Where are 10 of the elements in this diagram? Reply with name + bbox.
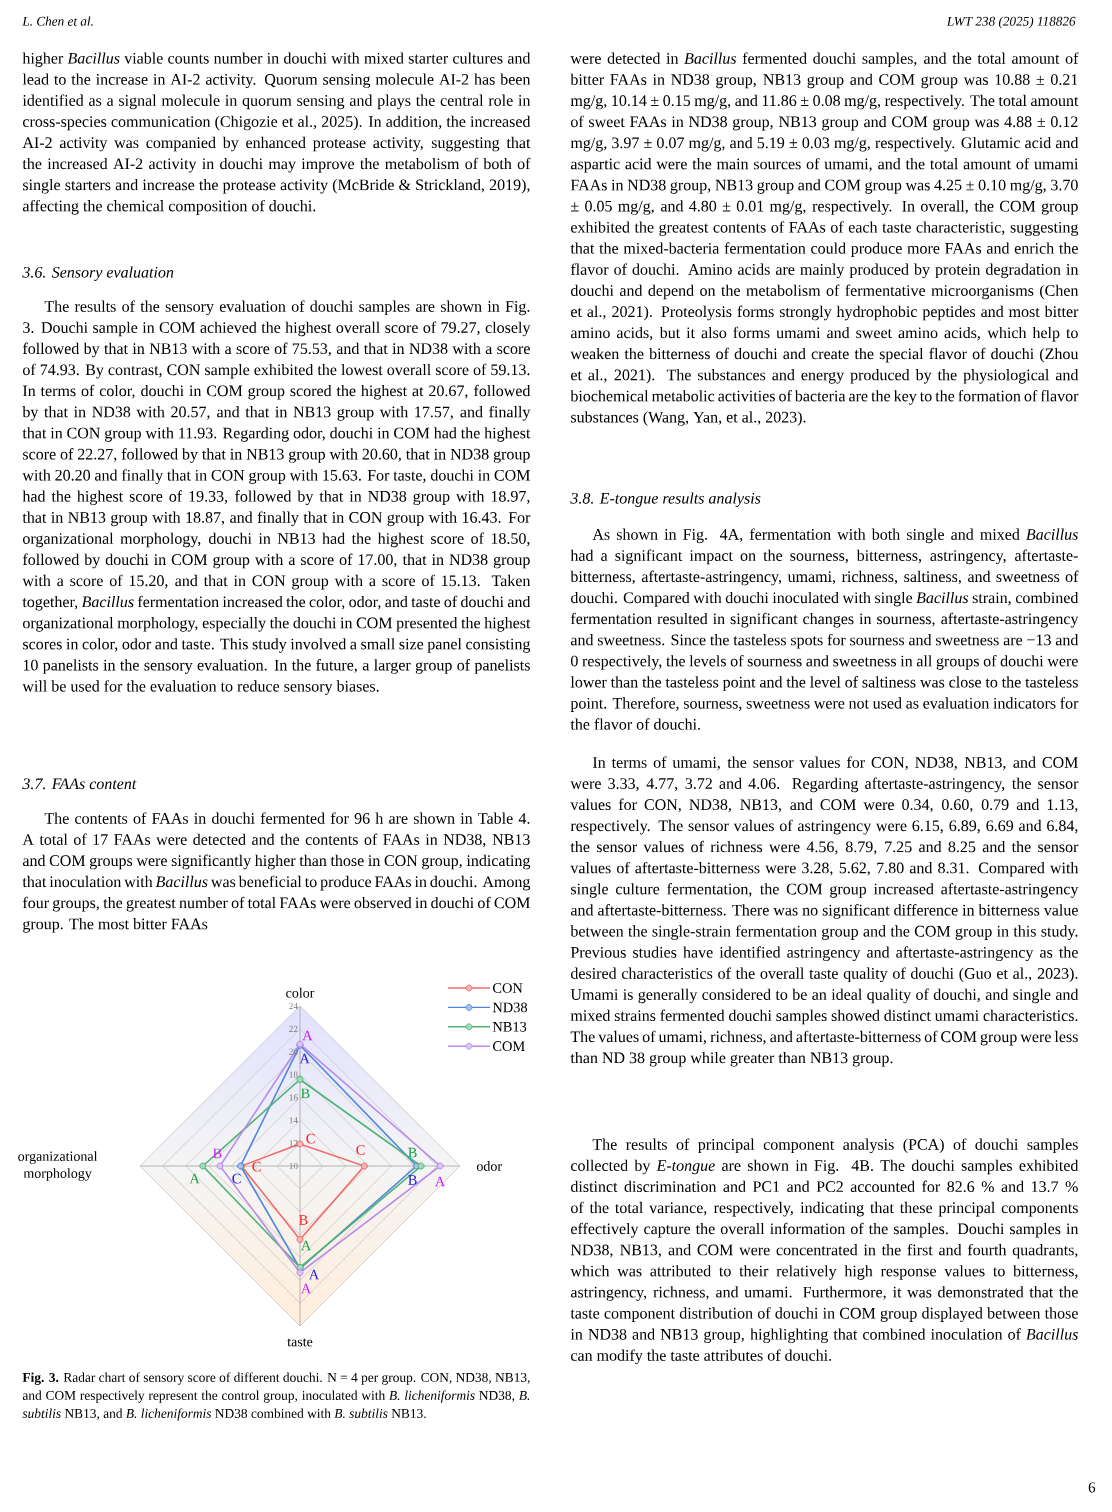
- paragraph: The results of principal component analysis (PCA) of douchi samples collected by E-tongue are shown in Fig. 4B. The douchi samples exhibited distinct discrimination and PC1 and PC2 accounted for 82.6 % and 13.7 % of the total variance, respectively, indicating that these principal components effectively capture the overall information of the samples. Douchi samples in ND38, NB13, and COM were concentrated in the first and fourth quadrants, which was attributed to their relatively high response values to bitterness, astringency, richness, and umami. Furthermore, it was demonstrated that the taste component distribution of douchi in COM group displayed between those in ND38 and NB13 group, highlighting that combined inoculation of Bacillus can modify the taste attributes of douchi.: [570, 1138, 1079, 1365]
- section-heading: 3.6. Sensory evaluation: [22, 266, 174, 281]
- paragraph: The results of the sensory evaluation of douchi samples are shown in Fig. 3. Douchi sample in COM achieved the highest overall score of 79.27, closely followed by that in NB13 with a score of 75.53, and that in ND38 with a score of 74.93. By contrast, CON sample exhibited the lowest overall score of 59.13. In terms of color, douchi in COM group scored the highest at 20.67, followed by that in ND38 with 20.57, and that in NB13 group with 17.57, and finally that in CON group with 11.93. Regarding odor, douchi in COM had the highest score of 22.27, followed by that in NB13 group with 20.60, that in ND38 group with 20.20 and finally that in CON group with 15.63. For taste, douchi in COM had the highest score of 19.33, followed by that in ND38 group with 18.97, that in NB13 group with 18.87, and finally that in CON group with 16.43. For organizational morphology, douchi in NB13 had the highest score of 18.50, followed by douchi in COM group with a score of 17.00, that in ND38 group with a score of 15.20, and that in CON group with a score of 15.13. Taken together, Bacillus fermentation increased the color, odor, and taste of douchi and organizational morphology, especially the douchi in COM presented the highest scores in color, odor and taste. This study involved a small size panel consisting 10 panelists in the sensory evaluation. In the future, a larger group of panelists will be used for the evaluation to reduce sensory biases.: [22, 300, 531, 695]
- paragraph: In terms of umami, the sensor values for CON, ND38, NB13, and COM were 3.33, 4.77, 3.72 and 4.06. Regarding aftertaste-astringency, the sensor values for CON, ND38, NB13, and COM were 0.34, 0.60, 0.79 and 1.13, respectively. The sensor values of astringency were 6.15, 6.89, 6.69 and 6.84, the sensor values of richness were 4.56, 8.79, 7.25 and 8.25 and the sensor values of aftertaste-bitterness were 3.28, 5.62, 7.80 and 8.31. Compared with single culture fermentation, the COM group increased aftertaste-astringency and aftertaste-bitterness. There was no significant difference in bitterness value between the single-strain fermentation group and the COM group in this study. Previous studies have identified astringency and aftertaste-astringency as the desired characteristics of the overall taste quality of douchi (Guo et al., 2023). Umami is generally considered to be an ideal quality of douchi, and single and mixed strains fermented douchi samples showed distinct umami characteristics. The values of umami, richness, and aftertaste-bitterness of COM group were less than ND 38 group while greater than NB13 group.: [570, 756, 1079, 1067]
- paragraph: The contents of FAAs in douchi fermented for 96 h are shown in Table 4. A total of 17 FAAs were detected and the contents of FAAs in ND38, NB13 and COM groups were significantly higher than those in CON group, indicating that inoculation with Bacillus was beneficial to produce FAAs in douchi. Among four groups, the greatest number of total FAAs were observed in douchi of COM group. The most bitter FAAs: [22, 812, 531, 933]
- section-heading: 3.7. FAAs content: [22, 778, 137, 790]
- paragraph: As shown in Fig. 4A, fermentation with both single and mixed Bacillus had a significant impact on the sourness, bitterness, astringency, aftertaste-bitterness, aftertaste-astringency, umami, richness, saltiness, and sweetness of douchi. Compared with douchi inoculated with single Bacillus strain, combined fermentation resulted in significant changes in sourness, aftertaste-astringency and sweetness. Since the tasteless spots for sourness and sweetness are −13 and 0 respectively, the levels of sourness and sweetness in all groups of douchi were lower than the tasteless point and the level of saltiness was close to the tasteless point. Therefore, sourness, sweetness were not used as evaluation indicators for the flavor of douchi.: [570, 528, 1079, 730]
- paragraph: were detected in Bacillus fermented douchi samples, and the total amount of bitter FAAs in ND38 group, NB13 group and COM group was 10.88 ± 0.21 mg/g, 10.14 ± 0.15 mg/g, and 11.86 ± 0.08 mg/g, respectively. The total amount of sweet FAAs in ND38 group, NB13 group and COM group was 4.88 ± 0.12 mg/g, 3.97 ± 0.07 mg/g, and 5.19 ± 0.03 mg/g, respectively. Glutamic acid and aspartic acid were the main sources of umami, and the total amount of umami FAAs in ND38 group, NB13 group and COM group was 4.25 ± 0.10 mg/g, 3.70 ± 0.05 mg/g, and 4.80 ± 0.01 mg/g, respectively. In overall, the COM group exhibited the greatest contents of FAAs of each taste characteristic, suggesting that the mixed-bacteria fermentation could produce more FAAs and enrich the flavor of douchi. Amino acids are mainly produced by protein degradation in douchi and depend on the metabolism of fermentative microorganisms (Chen et al., 2021). Proteolysis forms strongly hydrophobic peptides and most bitter amino acids, but it also forms umami and sweet amino acids, which help to weaken the bitterness of douchi and create the special flavor of douchi (Zhou et al., 2021). The substances and energy produced by the physiological and biochemical metabolic activities of bacteria are the key to the formation of flavor substances (Wang, Yan, et al., 2023).: [570, 52, 1079, 426]
- paragraph: higher Bacillus viable counts number in douchi with mixed starter cultures and lead to the increase in AI-2 activity. Quorum sensing molecule AI-2 has been identified as a signal molecule in quorum sensing and plays the central role in cross-species communication (Chigozie et al., 2025). In addition, the increased AI-2 activity was companied by enhanced protease activity, suggesting that the increased AI-2 activity in douchi may improve the metabolism of both of single starters and increase the protease activity (McBride & Strickland, 2019), affecting the chemical composition of douchi.: [22, 52, 531, 215]
- section-heading: 3.8. E-tongue results analysis: [570, 492, 761, 507]
